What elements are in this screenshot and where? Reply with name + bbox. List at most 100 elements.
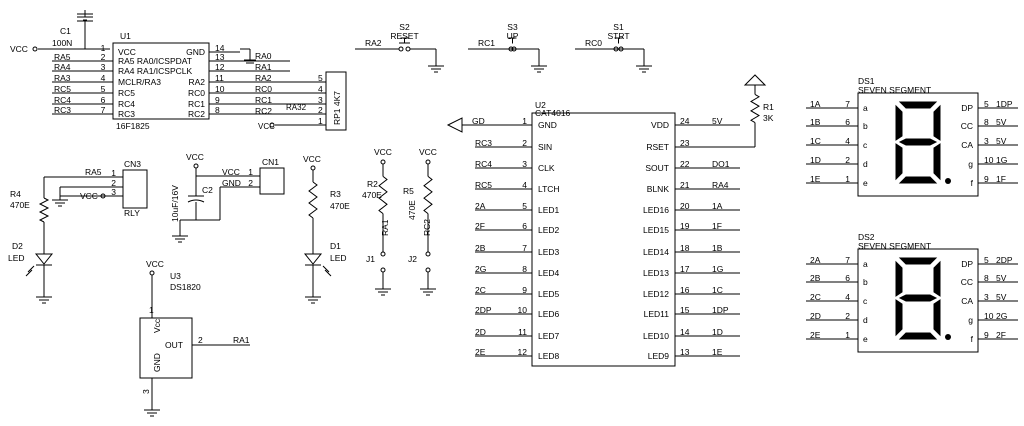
- u1-right-pin: 14: [215, 43, 225, 53]
- DS1-left-pin: 2: [845, 155, 850, 165]
- u2-left-pin: 7: [522, 243, 527, 253]
- u2-pin-name: LTCH: [538, 184, 560, 194]
- u1-left-pin: 4: [101, 73, 106, 83]
- j1-ref: J1: [366, 254, 375, 264]
- DS2-right-pin: 10: [984, 311, 994, 321]
- vcc-terminal: [193, 163, 199, 169]
- r3-value: 470E: [330, 201, 350, 211]
- r1-resistor-icon: [750, 93, 760, 124]
- DS1-seg-name: e: [863, 178, 868, 188]
- u3-pin: 2: [198, 335, 203, 345]
- u1-pin-name: RC5: [118, 88, 135, 98]
- u2-left-pin: 11: [518, 327, 527, 337]
- DS1-right-net: 1F: [996, 174, 1006, 184]
- u1-right-net: RA2: [255, 73, 272, 83]
- DS2-pin-name: g: [968, 315, 973, 325]
- u1-pin-name: RC1: [188, 99, 205, 109]
- cn3-net: RA5: [85, 167, 102, 177]
- u2-pin-name: LED6: [538, 309, 560, 319]
- DS1-right-net: 5V: [996, 136, 1007, 146]
- c1-ref: C1: [60, 26, 71, 36]
- DS1-right-pin: 10: [984, 155, 994, 165]
- switch-name: STRT: [607, 31, 629, 41]
- j2-ref: J2: [408, 254, 417, 264]
- DS1-segment-icon: [895, 104, 903, 141]
- switch-2-contact: [618, 46, 624, 52]
- u1-left-pin: 6: [101, 95, 106, 105]
- d2-ref: D2: [12, 241, 23, 251]
- u3-pin-name: Vcc: [152, 318, 162, 333]
- u2-pin-name: LED13: [643, 268, 669, 278]
- u1-body: [112, 42, 210, 120]
- DS1-dp-icon: [945, 178, 951, 184]
- r5-net: RC2: [422, 219, 432, 236]
- DS1-pin-name: DP: [961, 103, 973, 113]
- u2-body: [531, 112, 676, 367]
- u3-ref: U3: [170, 271, 181, 281]
- u2-pin-name: LED1: [538, 205, 560, 215]
- DS1-seg-name: b: [863, 121, 868, 131]
- u1-pin-name: RC4: [118, 99, 135, 109]
- u1-left-net: RC3: [54, 105, 71, 115]
- rp1-pin: 5: [318, 73, 323, 83]
- u1-right-net: RA0: [255, 51, 272, 61]
- j1-terminal: [380, 267, 386, 273]
- u2-left-net: RC4: [475, 159, 492, 169]
- u1-left-net: RA5: [54, 52, 71, 62]
- u2-right-pin: 17: [680, 264, 690, 274]
- vcc-label: VCC: [303, 154, 321, 164]
- switch-1-contact: [508, 46, 514, 52]
- u3-net: RA1: [233, 335, 250, 345]
- rp1-pin: 2: [318, 105, 323, 115]
- DS1-right-net: 1G: [996, 155, 1007, 165]
- u2-pin-name: LED9: [648, 351, 670, 361]
- u1-left-pin: 7: [101, 105, 106, 115]
- DS2-right-net: 2G: [996, 311, 1007, 321]
- DS2-left-pin: 7: [845, 255, 850, 265]
- u1-left-pin: 2: [101, 52, 106, 62]
- u2-left-pin: 10: [518, 305, 528, 315]
- u2-right-net: 1D: [712, 327, 723, 337]
- u1-right-pin: 9: [215, 95, 220, 105]
- DS2-right-pin: 5: [984, 255, 989, 265]
- u2-pin-name: LED11: [644, 309, 670, 319]
- DS1-left-pin: 4: [845, 136, 850, 146]
- c2-ref: C2: [202, 185, 213, 195]
- DS2-seg-name: a: [863, 259, 868, 269]
- DS2-left-net: 2C: [810, 292, 821, 302]
- DS1-right-pin: 3: [984, 136, 989, 146]
- r3-resistor-icon: [308, 181, 318, 219]
- r2-value: 470E: [362, 190, 382, 200]
- DS1-segment-icon: [895, 143, 903, 181]
- DS1-left-net: 1B: [810, 117, 821, 127]
- u2-pin-name: SIN: [538, 142, 552, 152]
- symbols: [25, 13, 979, 417]
- u1-pin-name: RA2: [188, 77, 205, 87]
- vcc-terminal: [100, 193, 106, 199]
- cn1-ref: CN1: [262, 157, 279, 167]
- u1-left-net: RC4: [54, 95, 71, 105]
- d1-ref: D1: [330, 241, 341, 251]
- DS1-right-net: 5V: [996, 117, 1007, 127]
- cn1-body: [259, 167, 285, 195]
- c1-value: 100N: [52, 38, 72, 48]
- DS1-left-pin: 6: [845, 117, 850, 127]
- d1-value: LED: [330, 253, 347, 263]
- u2-right-pin: 23: [680, 138, 690, 148]
- u2-left-net: 2C: [475, 285, 486, 295]
- u1-left-net: RA3: [54, 73, 71, 83]
- u2-right-net: 1G: [712, 264, 723, 274]
- DS1-segment-icon: [898, 101, 938, 109]
- u1-pin-name: RA5 RA0/ICSPDAT: [118, 56, 192, 66]
- vcc-label: VCC: [374, 147, 392, 157]
- j2-terminal: [425, 267, 431, 273]
- u2-right-net: DO1: [712, 159, 730, 169]
- u2-right-pin: 22: [680, 159, 690, 169]
- u1-right-pin: 12: [215, 62, 225, 72]
- DS2-segment-icon: [898, 294, 938, 302]
- u2-right-pin: 20: [680, 201, 690, 211]
- DS2-right-net: 2F: [996, 330, 1006, 340]
- DS2-pin-name: CC: [961, 277, 973, 287]
- rp1-net-label: RA32: [286, 103, 307, 112]
